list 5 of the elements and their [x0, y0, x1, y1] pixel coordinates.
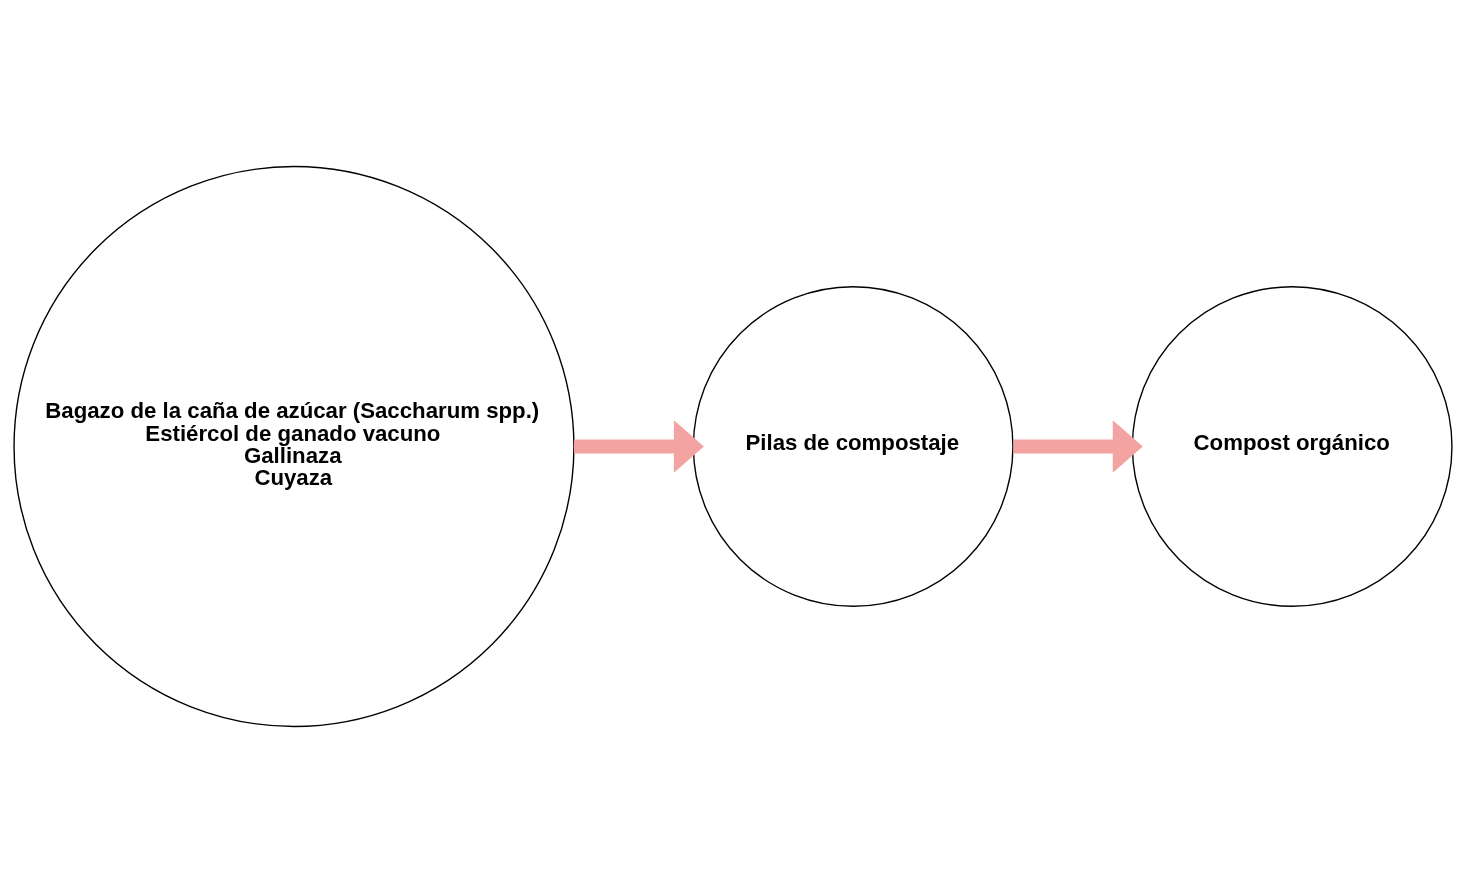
node-circle: Compost orgánico	[1131, 286, 1453, 607]
arrow	[574, 420, 704, 473]
node-circle: Pilas de compostaje	[692, 286, 1014, 607]
arrow	[1013, 420, 1143, 473]
node-circle: Bagazo de la caña de azúcar (Saccharum spp.) Estiércol de ganado vacuno Gallinaza Cuyaza	[13, 165, 575, 728]
